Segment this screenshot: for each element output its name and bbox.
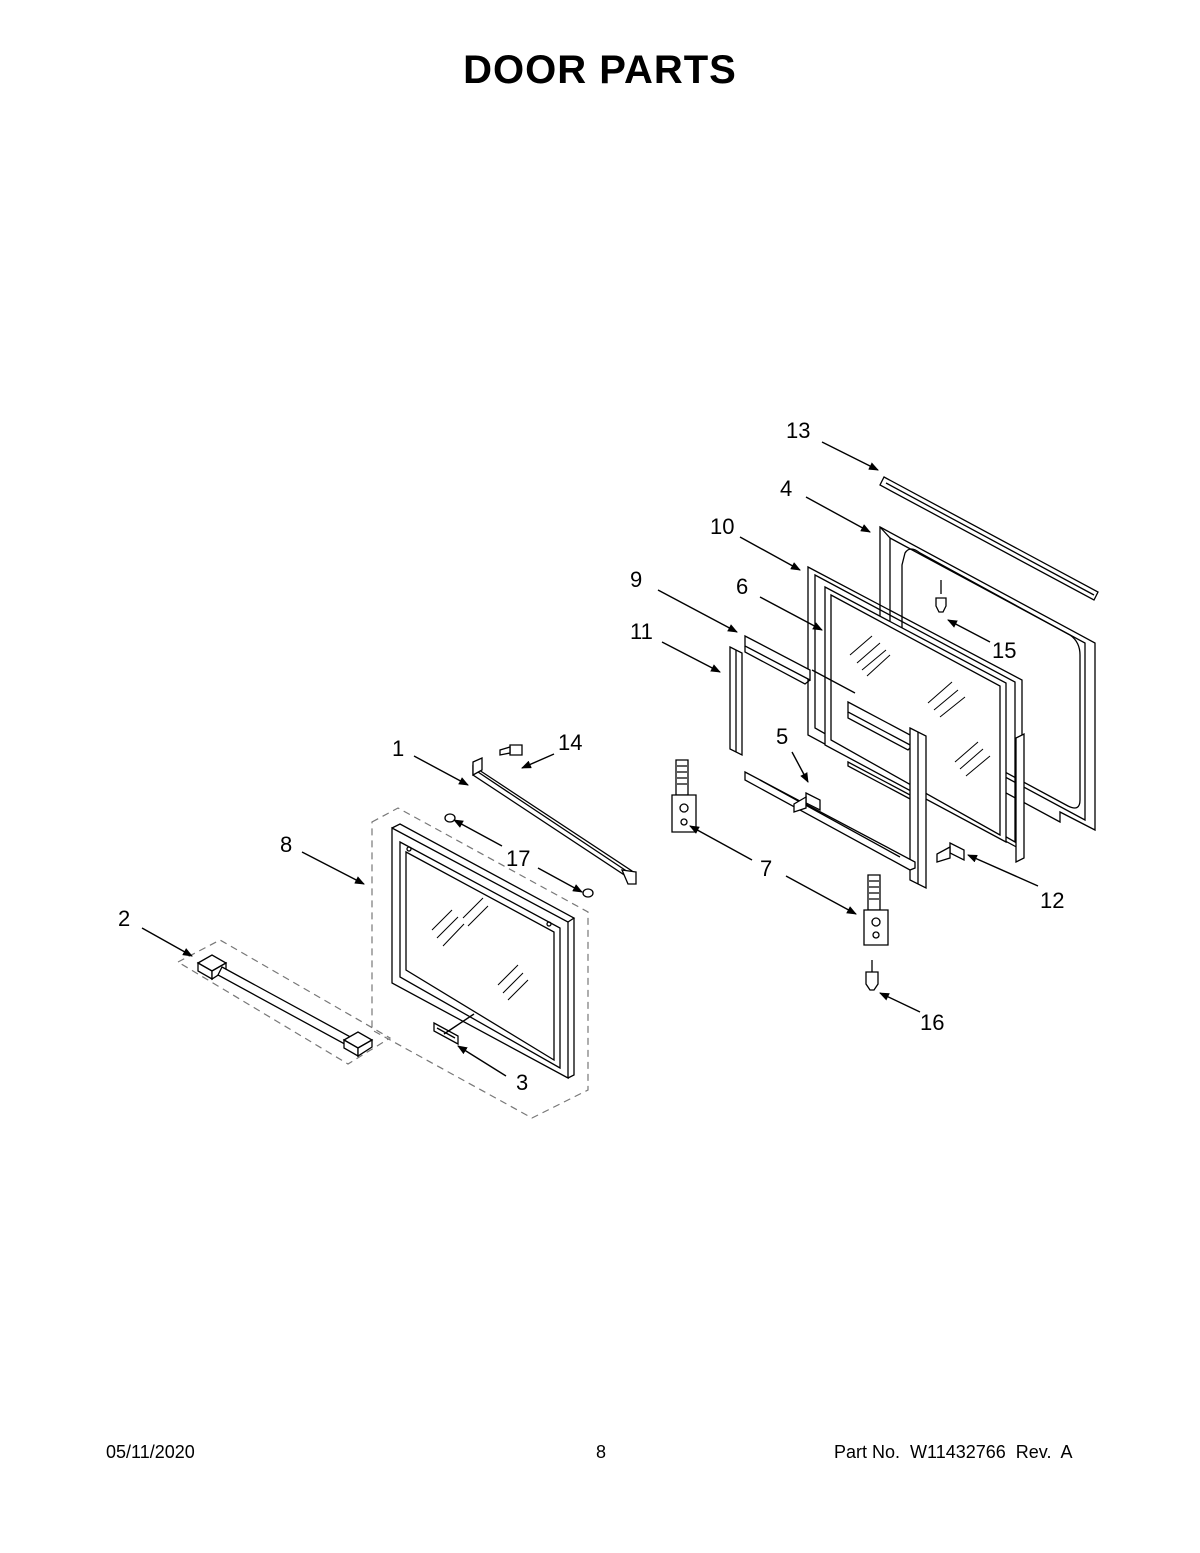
part-5-screw [793,791,821,813]
part-9-glass-supports [744,634,913,802]
part-7-hinge-right [863,874,889,946]
part-16-screw [865,960,879,991]
callout-4: 4 [780,476,792,501]
part-1-bracket [472,756,637,885]
callout-2: 2 [118,906,130,931]
leader-lines [141,441,1039,1077]
part-7-hinge-left [671,759,697,833]
bottom-door-rail [744,770,916,871]
part-6-inner-glass [824,585,1007,844]
callout-1: 1 [392,736,404,761]
footer-page-number: 8 [596,1442,607,1462]
callout-9: 9 [630,567,642,592]
page-title: DOOR PARTS [463,48,737,92]
callout-17: 17 [506,846,530,871]
part-13-top-trim [879,476,1099,601]
part-15-screw [935,580,947,613]
callout-11: 11 [630,619,653,644]
callout-13: 13 [786,418,810,443]
callout-10: 10 [710,514,734,539]
callout-14: 14 [558,730,582,755]
part-14-screw [499,744,523,756]
part-12-screw [936,841,965,863]
footer-part-number: Part No. W11432766 Rev. A [834,1442,1073,1462]
footer-date: 05/11/2020 [106,1442,195,1462]
callout-5: 5 [776,724,788,749]
part-11-side-channels [729,645,927,890]
callout-3: 3 [516,1070,528,1095]
part-2-handle [176,939,392,1065]
callout-16: 16 [920,1010,944,1035]
callout-7: 7 [760,856,772,881]
part-17-fasteners [444,813,594,898]
callout-8: 8 [280,832,292,857]
part-12-retainer [1015,732,1025,864]
callout-12: 12 [1040,888,1064,913]
part-8-outer-door [371,807,589,1119]
callout-6: 6 [736,574,748,599]
callout-15: 15 [992,638,1016,663]
